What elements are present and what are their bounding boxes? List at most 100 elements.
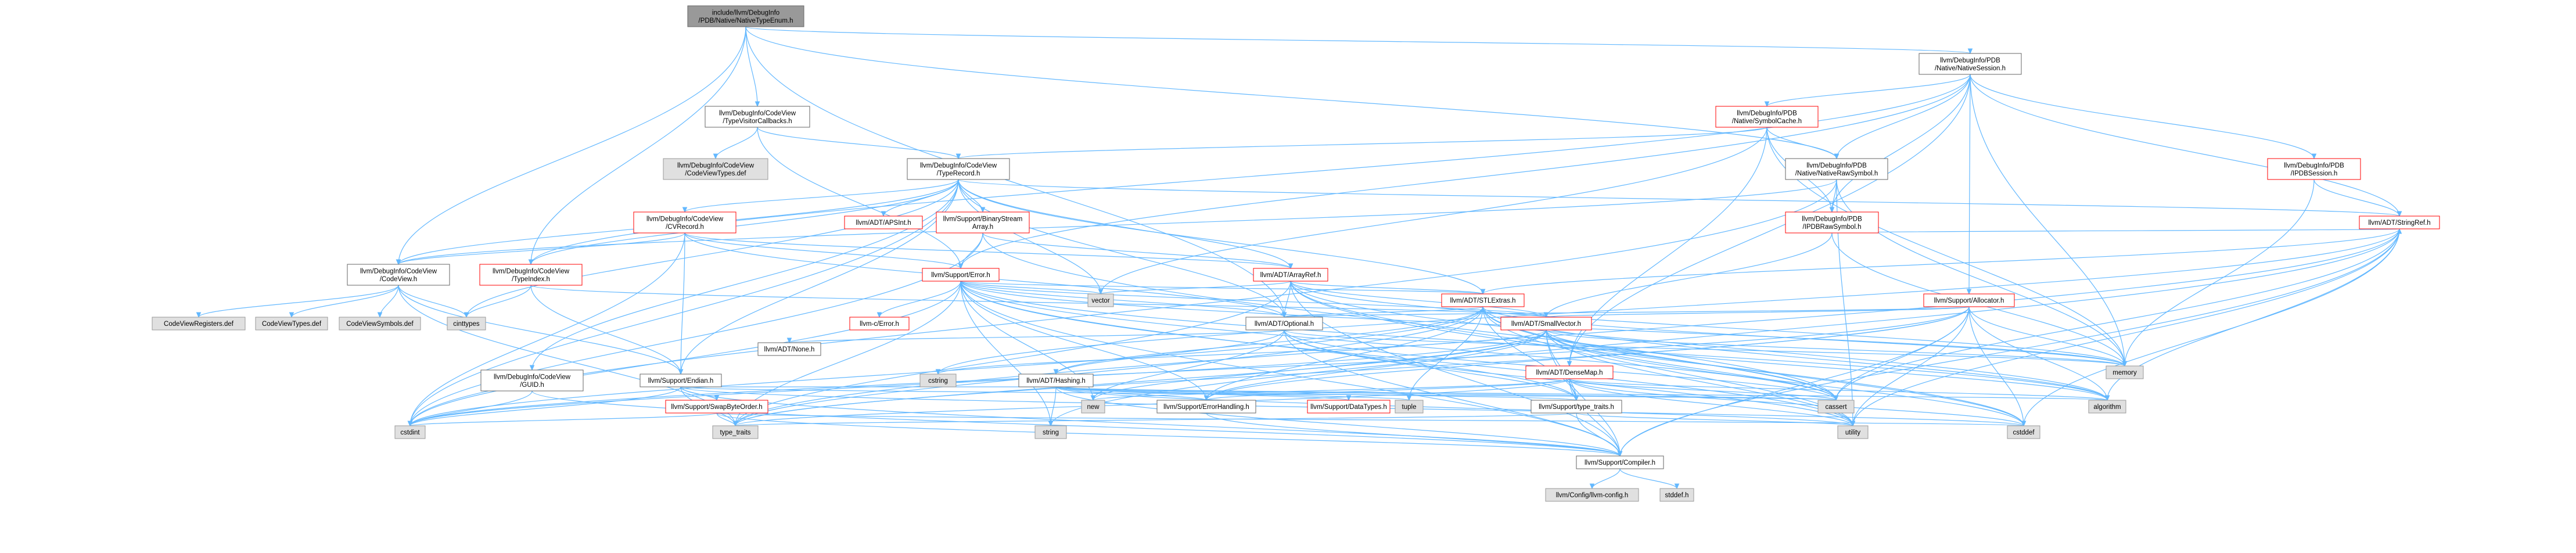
node-box — [757, 342, 821, 356]
edge-adt_hashing-to-algorithm — [1055, 386, 2108, 401]
edge-string_ref-to-cassert — [1835, 228, 2400, 401]
node-box — [2106, 365, 2144, 379]
edge-small_vector-to-cstring — [937, 329, 1547, 375]
edge-compiler-to-llvm_config — [1591, 468, 1621, 489]
node-array-ref[interactable]: llvm/ADT/ArrayRef.h — [1253, 268, 1328, 282]
node-label: llvm/DebugInfo/PDB — [2284, 162, 2344, 169]
node-label: cstddef — [2013, 429, 2035, 436]
node-support-error[interactable]: llvm/Support/Error.h — [922, 268, 1000, 282]
node-string-ref[interactable]: llvm/ADT/StringRef.h — [2359, 216, 2440, 229]
edge-native_session-to-memory — [1970, 74, 2125, 367]
node-ap-sint[interactable]: llvm/ADT/APSInt.h — [844, 216, 923, 229]
node-native-session[interactable]: llvm/DebugInfo/PDB/Native/NativeSession.… — [1918, 53, 2022, 75]
node-codeview-h[interactable]: llvm/DebugInfo/CodeView/CodeView.h — [347, 264, 450, 286]
node-label: llvm/Support/BinaryStream — [943, 216, 1023, 222]
node-label: cinttypes — [453, 321, 480, 328]
node-adt-none[interactable]: llvm/ADT/None.h — [757, 342, 821, 356]
node-label: /CVRecord.h — [666, 224, 704, 231]
edge-type_record-to-ap_sint — [883, 179, 959, 217]
node-type-visitor-callbacks[interactable]: llvm/DebugInfo/CodeView/TypeVisitorCallb… — [705, 106, 810, 128]
node-box — [1837, 425, 1869, 439]
edge-arrowhead — [1053, 369, 1059, 375]
node-allocator[interactable]: llvm/Support/Allocator.h — [1923, 293, 2015, 307]
node-cstddef: cstddef — [2007, 425, 2040, 439]
node-memory: memory — [2106, 365, 2144, 379]
node-label: llvm/DebugInfo/CodeView — [493, 268, 570, 275]
node-error-handling[interactable]: llvm/Support/ErrorHandling.h — [1156, 400, 1256, 414]
edge-codeview_h-to-support_endian — [398, 285, 681, 375]
node-label: /GUID.h — [520, 382, 544, 389]
node-label: type_traits — [720, 429, 750, 436]
node-native-symbol-cache[interactable]: llvm/DebugInfo/PDB/Native/SymbolCache.h — [1715, 106, 1819, 128]
node-label: include/llvm/DebugInfo — [712, 9, 779, 16]
edge-type_record-to-type_index — [530, 179, 959, 265]
node-data-types[interactable]: llvm/Support/DataTypes.h — [1307, 400, 1391, 414]
node-box — [1395, 400, 1424, 414]
node-native-raw-symbol[interactable]: llvm/DebugInfo/PDB/Native/NativeRawSymbo… — [1785, 158, 1888, 180]
node-label: llvm/DebugInfo/PDB — [1806, 162, 1867, 169]
edge-cv_record-to-array_ref — [684, 232, 1291, 269]
edge-arrowhead — [1281, 312, 1287, 318]
edge-small_vector-to-error_handling — [1206, 329, 1547, 401]
node-box — [1500, 317, 1592, 331]
node-ipdb-raw-symbol[interactable]: llvm/DebugInfo/PDB/IPDBRawSymbol.h — [1785, 211, 1879, 234]
node-algorithm: algorithm — [2088, 400, 2126, 414]
node-box — [1307, 400, 1391, 414]
node-label: llvm/DebugInfo/CodeView — [360, 268, 437, 275]
edge-allocator-to-small_vector — [1546, 306, 1970, 318]
node-small-vector[interactable]: llvm/ADT/SmallVector.h — [1500, 317, 1592, 331]
node-vector: vector — [1087, 293, 1114, 307]
node-dense-map[interactable]: llvm/ADT/DenseMap.h — [1525, 365, 1614, 379]
edge-arrowhead — [2122, 361, 2128, 367]
edge-dense_map-to-algorithm — [1569, 378, 2108, 401]
node-box — [844, 216, 923, 229]
edge-support_error-to-vector — [960, 281, 1101, 295]
node-type-record[interactable]: llvm/DebugInfo/CodeView/TypeRecord.h — [907, 158, 1010, 180]
node-guid[interactable]: llvm/DebugInfo/CodeView/GUID.h — [480, 369, 584, 392]
edge-support_error-to-optional — [960, 281, 1285, 318]
edge-array_ref-to-cassert — [1290, 281, 1837, 401]
edge-guid-to-compiler — [531, 390, 1621, 457]
edge-array_ref-to-small_vector — [1290, 281, 1547, 318]
node-label: llvm/ADT/StringRef.h — [2368, 220, 2430, 227]
node-type-index[interactable]: llvm/DebugInfo/CodeView/TypeIndex.h — [479, 264, 583, 286]
node-llvm-c-error[interactable]: llvm-c/Error.h — [849, 317, 910, 331]
node-ipdb-session[interactable]: llvm/DebugInfo/PDB/IPDBSession.h — [2267, 158, 2361, 180]
node-label: llvm/DebugInfo/CodeView — [677, 162, 755, 169]
edge-type_visitor_callbacks-to-codeview_types_def — [715, 127, 758, 159]
node-box — [936, 211, 1030, 234]
node-swap-byte-order[interactable]: llvm/Support/SwapByteOrder.h — [665, 400, 768, 414]
node-box — [1918, 53, 2022, 75]
node-label: llvm/Support/SwapByteOrder.h — [671, 404, 762, 411]
node-support-endian[interactable]: llvm/Support/Endian.h — [639, 374, 722, 387]
node-label: /TypeIndex.h — [512, 276, 550, 283]
node-label: stddef.h — [1665, 492, 1689, 499]
edge-optional-to-memory — [1284, 329, 2125, 367]
edge-dense_map-to-new — [1093, 378, 1570, 401]
node-root[interactable]: include/llvm/DebugInfo/PDB/Native/Native… — [687, 5, 804, 27]
node-box — [339, 317, 421, 331]
node-cv-record[interactable]: llvm/DebugInfo/CodeView/CVRecord.h — [633, 211, 736, 234]
node-stl-extras[interactable]: llvm/ADT/STLExtras.h — [1441, 293, 1525, 307]
edge-type_record-to-optional — [958, 179, 1285, 318]
node-label: memory — [2112, 369, 2137, 376]
node-box — [1785, 158, 1888, 180]
edge-arrowhead — [958, 263, 964, 270]
node-utility: utility — [1837, 425, 1869, 439]
edge-type_visitor_callbacks-to-type_record — [757, 127, 959, 159]
node-box — [1081, 400, 1105, 414]
node-box — [1659, 488, 1694, 502]
node-compiler[interactable]: llvm/Support/Compiler.h — [1576, 455, 1664, 469]
node-type-traits-h[interactable]: llvm/Support/type_traits.h — [1530, 400, 1622, 414]
node-type-traits: type_traits — [712, 425, 759, 439]
edge-arrowhead — [955, 153, 961, 160]
edge-type_index-to-cinttypes — [466, 285, 531, 318]
edge-string_ref-to-cstddef — [2023, 228, 2400, 426]
node-adt-hashing[interactable]: llvm/ADT/Hashing.h — [1018, 374, 1094, 387]
edge-support_error-to-error_handling — [960, 281, 1207, 401]
edge-arrowhead — [1834, 153, 1840, 160]
node-optional[interactable]: llvm/ADT/Optional.h — [1245, 317, 1323, 331]
edge-dense_map-to-utility — [1569, 378, 1853, 426]
